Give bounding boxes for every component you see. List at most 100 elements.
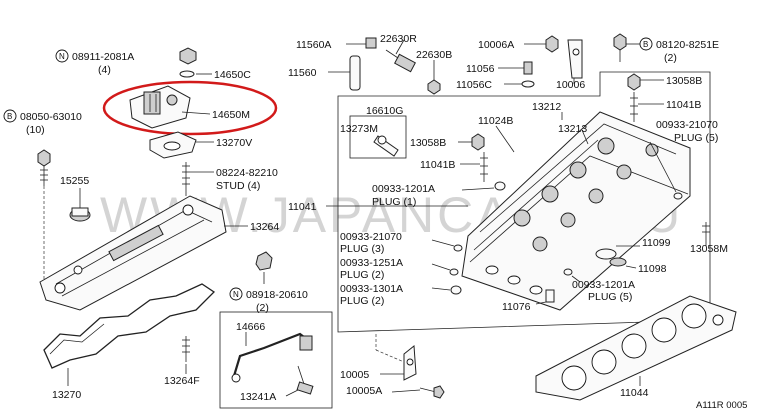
label-08050: 08050-63010 [20, 111, 82, 123]
dowel-11076[interactable] [545, 289, 555, 303]
gasket-13270v[interactable] [149, 131, 197, 159]
label-11056c: 11056C [456, 79, 492, 91]
nut-08911[interactable] [179, 47, 197, 65]
label-00933-21070-mid-plug: PLUG (3) [340, 243, 384, 255]
b-circle-icon [3, 109, 17, 123]
bolt-10006a[interactable] [545, 35, 559, 53]
plug-00933-21070-mid[interactable] [453, 244, 463, 252]
label-22630r: 22630R [380, 33, 417, 45]
stud-11041b-right[interactable] [630, 92, 638, 122]
b-circle-text: B [7, 112, 12, 121]
hose-14666[interactable] [231, 332, 313, 383]
label-11056: 11056 [466, 63, 495, 75]
label-13213: 13213 [558, 123, 587, 135]
washer-14650c[interactable] [179, 70, 195, 78]
label-11041: 11041 [288, 201, 317, 213]
plug-00933-1251a[interactable] [449, 268, 459, 276]
label-13058b-right: 13058B [666, 75, 702, 87]
label-15255: 15255 [60, 175, 89, 187]
injector-16610g[interactable] [373, 135, 399, 157]
label-14650c: 14650C [214, 69, 251, 81]
stud-11041b-mid[interactable] [480, 152, 488, 182]
bolt-08120[interactable] [613, 33, 627, 62]
head-ports [485, 265, 543, 295]
b-circle-text-2: B [643, 40, 648, 49]
gasket-13270[interactable] [43, 283, 216, 369]
label-22630b: 22630B [416, 49, 452, 61]
nut-13058b-right[interactable] [627, 73, 641, 91]
dowel-11560[interactable] [349, 37, 377, 91]
breather-14650m[interactable] [129, 85, 191, 129]
label-11560a: 11560A [296, 39, 331, 51]
highlight-ring [102, 80, 278, 136]
bolt-10005a[interactable] [419, 385, 445, 399]
figure-code: A111R 0005 [696, 400, 747, 411]
label-13264f: 13264F [164, 375, 200, 387]
cylinder-head-group [326, 33, 737, 401]
bracket-10005[interactable] [403, 345, 417, 381]
label-13264: 13264 [250, 221, 279, 233]
n-circle-text: N [59, 52, 65, 61]
plug-00933-1301a[interactable] [450, 285, 462, 295]
label-13273m: 13273M [340, 123, 378, 135]
label-13270v: 13270V [216, 137, 252, 149]
stud-13058m[interactable] [702, 222, 710, 240]
label-13058m: 13058M [690, 243, 728, 255]
label-08120: 08120-8251E [656, 39, 719, 51]
bolt-22630b[interactable] [427, 79, 441, 95]
label-13058b-mid: 13058B [410, 137, 446, 149]
label-13212: 13212 [532, 101, 561, 113]
label-11041b-right: 11041B [666, 99, 701, 111]
cap-11098[interactable] [609, 257, 627, 267]
valve-cover-group [37, 47, 333, 409]
bracket-10006[interactable] [567, 39, 583, 79]
cylinder-head-11041[interactable] [461, 111, 691, 311]
label-00933-21070-right: 00933-21070 [656, 119, 718, 131]
washer-08918[interactable] [255, 251, 273, 271]
b-circle-icon-2 [639, 37, 653, 51]
hose-group-box [219, 311, 333, 409]
label-11044: 11044 [620, 387, 649, 399]
label-08050-qty: (10) [26, 124, 45, 136]
sensor-22630r[interactable] [385, 49, 416, 73]
bolt-13241a[interactable] [296, 365, 314, 395]
label-14666: 14666 [236, 321, 265, 333]
label-11560: 11560 [288, 67, 317, 79]
label-13241a: 13241A [240, 391, 276, 403]
label-10006: 10006 [556, 79, 585, 91]
label-16610g: 16610G [366, 105, 403, 117]
seal-11099[interactable] [595, 248, 617, 260]
label-13270: 13270 [52, 389, 81, 401]
label-08224: 08224-82210 [216, 167, 278, 179]
label-08120-qty: (2) [664, 52, 677, 64]
n-circle-icon-2 [229, 287, 243, 301]
plug-00933-21070-right[interactable] [673, 192, 683, 200]
valve-cover-13264[interactable] [39, 195, 227, 311]
label-00933-1201a-bottom: 00933-1201A [572, 279, 635, 291]
n-circle-text-2: N [233, 290, 239, 299]
label-00933-1251a-plug: PLUG (2) [340, 269, 384, 281]
nut-13058b-mid[interactable] [471, 133, 485, 151]
label-10005a: 10005A [346, 385, 382, 397]
label-00933-1201a-mid: 00933-1201A [372, 183, 435, 195]
stud-13264f[interactable] [182, 336, 190, 362]
plug-00933-1201a-mid[interactable] [494, 181, 506, 191]
n-circle-icon [55, 49, 69, 63]
label-00933-21070-right-plug: PLUG (5) [674, 132, 718, 144]
label-11098: 11098 [638, 263, 667, 275]
head-frame [337, 71, 711, 333]
label-11041b-mid: 11041B [420, 159, 455, 171]
label-00933-21070-mid: 00933-21070 [340, 231, 402, 243]
label-00933-1201a-bottom-plug: PLUG (5) [588, 291, 632, 303]
bolt-08050[interactable] [37, 149, 51, 186]
head-cam-journals [513, 137, 659, 252]
label-10005: 10005 [340, 369, 369, 381]
stud-08224[interactable] [182, 162, 190, 196]
plug-00933-1201a-bottom[interactable] [563, 268, 573, 276]
labels: N 08911-2081A (4) 14650C 14650M B 08050-… [3, 33, 747, 411]
oil-cap-15255[interactable] [69, 207, 91, 222]
stud-11056[interactable] [521, 61, 535, 88]
head-gasket-11044[interactable] [535, 295, 737, 401]
label-00933-1301a-plug: PLUG (2) [340, 295, 384, 307]
